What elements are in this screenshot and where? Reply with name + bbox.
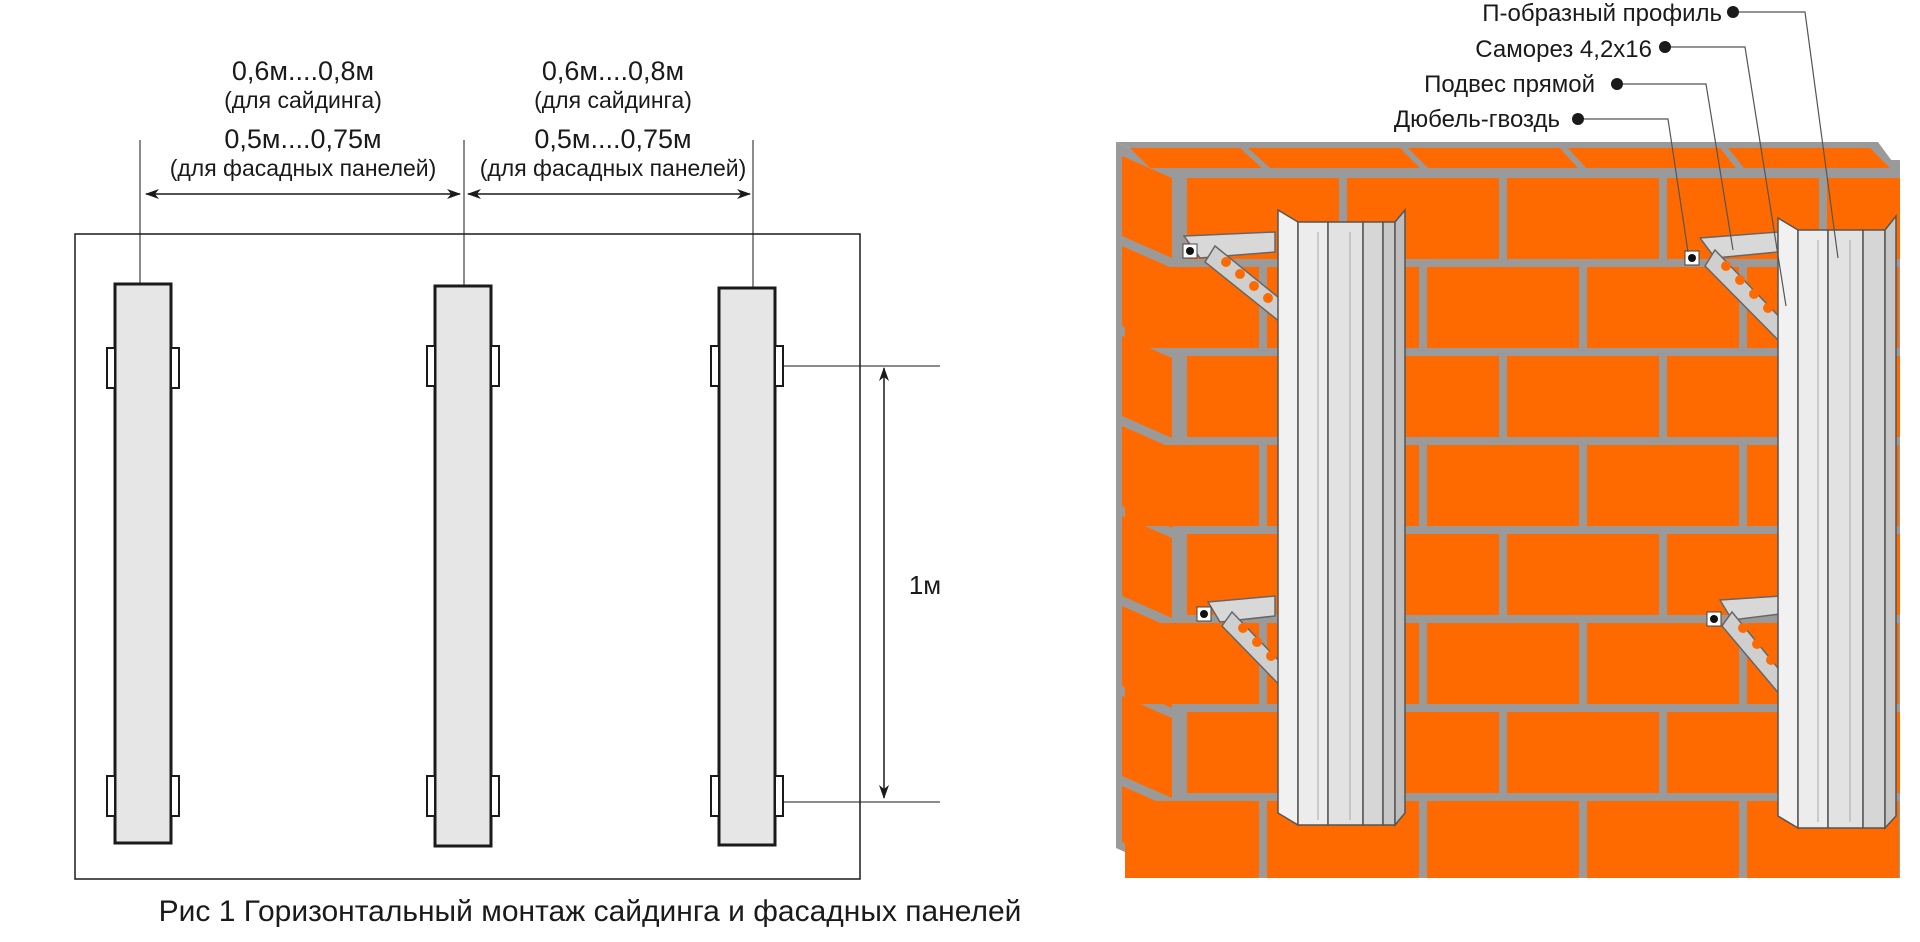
panel-note-label-2: (для фасадных панелей)	[480, 155, 747, 181]
brick	[1507, 178, 1659, 259]
brick	[1507, 356, 1659, 437]
panel-range-label-1: 0,5м....0,75м	[224, 124, 381, 154]
vertical-dimension-label: 1м	[909, 570, 941, 600]
brick	[1507, 712, 1659, 793]
brick	[1587, 623, 1739, 704]
hanger-tab	[710, 775, 720, 817]
hanger-tab	[426, 775, 436, 817]
profile-1	[106, 282, 180, 845]
hanger-tab	[426, 345, 436, 387]
callout-screw-label: Саморез 4,2х16	[1475, 36, 1652, 63]
brick	[1125, 445, 1259, 526]
callouts: П-образный профиль Саморез 4,2х16 Подвес…	[1394, 0, 1839, 307]
callout-screw-leader	[1671, 46, 1787, 307]
callout-dowel-leader	[1584, 118, 1689, 253]
callout-hanger-label: Подвес прямой	[1424, 71, 1595, 98]
siding-note-label-2: (для сайдинга)	[534, 87, 692, 113]
brick-wall-illustration	[1116, 142, 1900, 878]
panel-range-label-2: 0,5м....0,75м	[534, 124, 691, 154]
left-mount-assembly	[1182, 207, 1406, 828]
brick	[1587, 801, 1739, 878]
callout-hanger-dot	[1611, 78, 1623, 90]
p-profile-left	[1277, 207, 1406, 828]
callout-p-profile-dot	[1727, 6, 1739, 18]
hanger-tab	[490, 775, 500, 817]
hanger-tab	[774, 345, 784, 387]
siding-range-label-2: 0,6м....0,8м	[542, 56, 684, 86]
callout-p-profile-label: П-образный профиль	[1482, 0, 1722, 27]
panel-note-label-1: (для фасадных панелей)	[170, 155, 437, 181]
callout-hanger-leader	[1623, 83, 1734, 251]
callout-screw-dot	[1659, 41, 1671, 53]
brick	[1125, 801, 1259, 878]
brick	[1587, 445, 1739, 526]
wall-front-bricks	[1125, 178, 1900, 878]
hanger-tab	[490, 345, 500, 387]
hanger-tab	[774, 775, 784, 817]
plan-frame	[74, 233, 861, 880]
brick	[1507, 534, 1659, 615]
plan-diagram: 0,6м....0,8м (для сайдинга) 0,5м....0,75…	[74, 56, 941, 880]
siding-note-label-1: (для сайдинга)	[224, 87, 382, 113]
hanger-tab	[106, 775, 116, 817]
hanger-tab	[710, 345, 720, 387]
brick	[1427, 623, 1579, 704]
brick	[1427, 267, 1579, 348]
hanger-tab	[170, 775, 180, 817]
hanger-tab	[170, 347, 180, 389]
callout-dowel-dot	[1572, 113, 1584, 125]
profile-2	[426, 284, 500, 848]
brick	[1427, 801, 1579, 878]
callout-dowel-label: Дюбель-гвоздь	[1394, 106, 1560, 133]
figure-caption: Рис 1 Горизонтальный монтаж сайдинга и ф…	[158, 895, 1022, 928]
p-profile-right	[1777, 213, 1897, 830]
profile-3	[710, 286, 784, 847]
right-mount-assembly	[1684, 213, 1897, 830]
brick	[1587, 267, 1739, 348]
wall-top-bricks	[1130, 148, 1890, 168]
brick	[1427, 445, 1579, 526]
callout-p-profile-leader	[1739, 11, 1839, 259]
hanger-tab	[106, 347, 116, 389]
siding-range-label-1: 0,6м....0,8м	[232, 56, 374, 86]
